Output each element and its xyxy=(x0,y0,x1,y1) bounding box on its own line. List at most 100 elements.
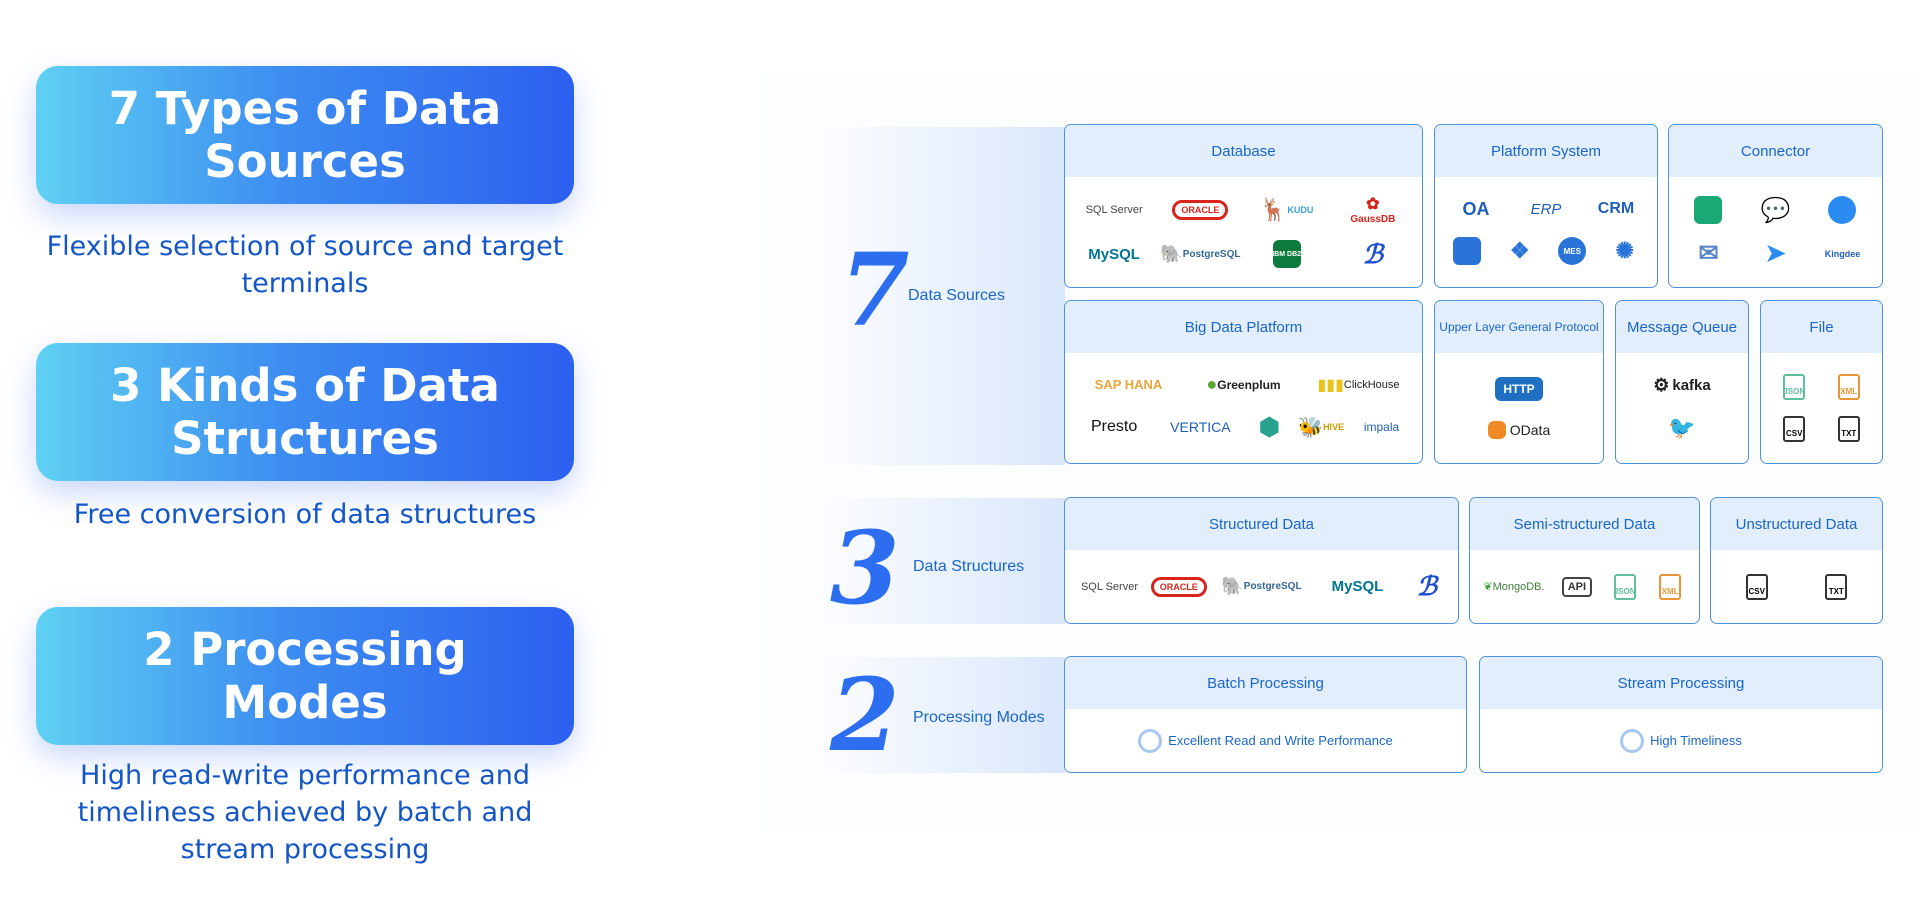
json-label: JSON xyxy=(1613,573,1636,600)
kudu-logo: 🦌KUDU xyxy=(1244,194,1330,225)
swirl-icon: ✺ xyxy=(1615,238,1634,264)
csv-file-icon: CSV xyxy=(1767,416,1822,443)
http-label: HTTP xyxy=(1495,377,1543,401)
box-connector: Connector 💬 ✉ ➤ Kingdee xyxy=(1668,124,1883,288)
card-title: 3 Kinds of Data Structures xyxy=(110,359,500,465)
greenplum-icon: ● xyxy=(1206,374,1218,395)
dingtalk-logo xyxy=(1809,196,1875,225)
json-label: JSON xyxy=(1783,373,1806,400)
csv-file-icon: CSV xyxy=(1725,573,1789,600)
kafka-icon: ⚙ xyxy=(1653,375,1670,396)
box-title: Unstructured Data xyxy=(1711,498,1882,550)
sqlserver-logo: SQL Server xyxy=(1080,580,1138,593)
card-data-structures-title: 3 Kinds of Data Structures xyxy=(36,343,574,481)
kafka-logo: ⚙kafka xyxy=(1622,375,1742,396)
card-title: 7 Types of Data Sources xyxy=(108,82,502,188)
erp-logo: ERP xyxy=(1530,200,1562,218)
db2-icon: IBM DB2 xyxy=(1272,240,1301,269)
card-title: 2 Processing Modes xyxy=(143,623,467,729)
sqlserver-logo: SQL Server xyxy=(1085,203,1143,216)
hex-icon: ⬢ xyxy=(1258,413,1280,441)
band-modes xyxy=(820,657,1065,773)
app-connector-logo xyxy=(1675,196,1741,225)
kudu-label: KUDU xyxy=(1287,204,1314,215)
elephant-icon: 🐘 xyxy=(1221,576,1244,596)
mongodb-logo: ❦MongoDB. xyxy=(1477,574,1551,600)
stopwatch-icon xyxy=(1620,728,1645,753)
box-file: File JSON XML CSV TXT xyxy=(1760,300,1883,464)
api-logo: API xyxy=(1553,574,1601,600)
app-icon xyxy=(1694,196,1723,225)
xml-label: XML xyxy=(1659,573,1682,600)
postgresql-label: PostgreSQL xyxy=(1182,248,1241,260)
gauge-icon xyxy=(1138,728,1163,753)
row-label-modes: Processing Modes xyxy=(913,709,1045,726)
card-data-structures-desc: Free conversion of data structures xyxy=(73,499,537,530)
postgresql-label: PostgreSQL xyxy=(1243,581,1302,592)
greenplum-label: Greenplum xyxy=(1217,377,1281,392)
box-title: Structured Data xyxy=(1065,498,1458,550)
clickhouse-logo: ▮▮▮ClickHouse xyxy=(1302,374,1416,395)
txt-label: TXT xyxy=(1837,416,1860,443)
chat-bubble-icon: 💬 xyxy=(1760,196,1791,224)
xml-label: XML xyxy=(1837,373,1860,400)
nodes-icon: ❖ xyxy=(1509,238,1530,264)
box-batch-processing: Batch Processing Excellent Read and Writ… xyxy=(1064,656,1467,773)
card-data-sources-title: 7 Types of Data Sources xyxy=(36,66,574,204)
card-processing-modes-title: 2 Processing Modes xyxy=(36,607,574,745)
box-protocol: Upper Layer General Protocol HTTP OData xyxy=(1434,300,1604,464)
kafka-label: kafka xyxy=(1672,377,1711,395)
mes-logo: MES xyxy=(1546,237,1599,266)
leaf-icon: ❦ xyxy=(1483,581,1493,593)
elephant-icon: 🐘 xyxy=(1160,243,1183,264)
txt-label: TXT xyxy=(1825,573,1848,600)
huawei-icon: ✿ xyxy=(1366,196,1380,214)
odata-label: OData xyxy=(1509,422,1551,438)
box-title: File xyxy=(1761,301,1882,353)
stream-feature-label: High Timeliness xyxy=(1650,733,1742,748)
vertica-logo: VERTICA xyxy=(1170,419,1231,436)
db2-logo: IBM DB2 xyxy=(1244,239,1330,270)
band-structures xyxy=(820,498,1065,624)
box-title: Connector xyxy=(1669,125,1882,177)
gaussdb-label: GaussDB xyxy=(1350,214,1396,226)
row-label-sources: Data Sources xyxy=(908,287,1005,304)
box-title: Stream Processing xyxy=(1480,657,1882,709)
oa-logo: OA xyxy=(1462,198,1490,219)
mail-icon: ✉ xyxy=(1698,240,1719,268)
xml-file-icon: XML xyxy=(1822,373,1877,400)
mongodb-label: MongoDB. xyxy=(1492,580,1545,593)
box-big-data-platform: Big Data Platform SAP HANA ●Greenplum ▮▮… xyxy=(1064,300,1423,464)
oracle-label: ORACLE xyxy=(1172,199,1229,220)
paper-plane-icon: ➤ xyxy=(1765,240,1786,268)
presto-logo: Presto xyxy=(1091,418,1138,436)
card-processing-modes-desc: High read-write performance and timeline… xyxy=(77,760,533,865)
box-platform-system: Platform System OA ERP CRM ❖ MES ✺ xyxy=(1434,124,1658,288)
b-logo-icon: ℬ xyxy=(1416,571,1438,601)
mq-bird-icon: 🐦 xyxy=(1668,414,1696,440)
batch-feature-label: Excellent Read and Write Performance xyxy=(1168,733,1393,748)
api-label: API xyxy=(1561,576,1593,597)
bars-icon: ▮▮▮ xyxy=(1317,376,1344,394)
batch-feature: Excellent Read and Write Performance xyxy=(1065,709,1466,772)
fr-logo xyxy=(1441,237,1494,266)
hive-logo: 🐝HIVE xyxy=(1295,413,1347,442)
csv-label: CSV xyxy=(1745,573,1768,600)
row-number-structures: 3 xyxy=(830,509,900,627)
mes-icon: MES xyxy=(1558,237,1587,266)
hive-label: HIVE xyxy=(1323,422,1345,433)
box-message-queue: Message Queue ⚙kafka 🐦 xyxy=(1615,300,1749,464)
oracle-logo: ORACLE xyxy=(1150,571,1207,602)
txt-file-icon: TXT xyxy=(1804,573,1868,600)
box-title: Batch Processing xyxy=(1065,657,1466,709)
card-data-sources-desc: Flexible selection of source and target … xyxy=(46,231,564,299)
box-unstructured-data: Unstructured Data CSV TXT xyxy=(1710,497,1883,624)
mysql-logo: MySQL xyxy=(1088,245,1140,263)
sap-hana-logo: SAP HANA xyxy=(1094,377,1163,393)
box-title: Upper Layer General Protocol xyxy=(1435,301,1603,353)
box-title: Big Data Platform xyxy=(1065,301,1422,353)
postgresql-logo: 🐘PostgreSQL xyxy=(1157,239,1243,270)
box-structured-data: Structured Data SQL Server ORACLE 🐘Postg… xyxy=(1064,497,1459,624)
fr-icon xyxy=(1453,237,1482,266)
box-semi-structured-data: Semi-structured Data ❦MongoDB. API JSON … xyxy=(1469,497,1700,624)
